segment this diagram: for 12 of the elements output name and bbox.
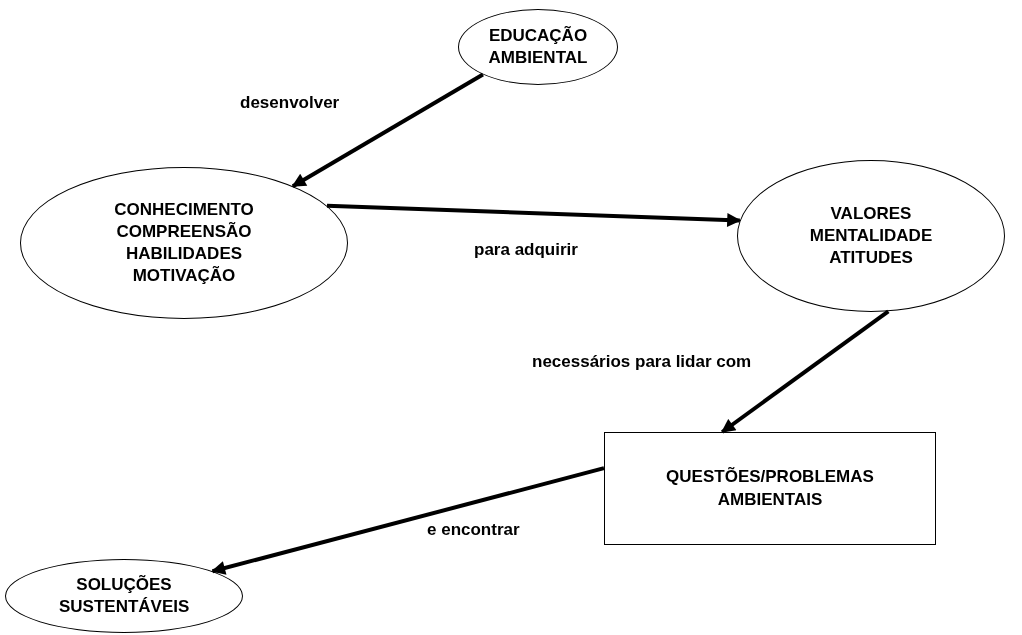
edge-label: para adquirir <box>472 240 580 260</box>
edge-label: necessários para lidar com <box>530 352 754 372</box>
node-label: VALORES MENTALIDADE ATITUDES <box>808 202 934 270</box>
arrow <box>211 466 605 575</box>
arrow <box>326 203 742 228</box>
node-label: EDUCAÇÃO AMBIENTAL <box>487 24 589 69</box>
node-label: QUESTÕES/PROBLEMAS AMBIENTAIS <box>665 466 875 511</box>
process-box <box>604 432 936 545</box>
node-label: CONHECIMENTO COMPREENSÃO HABILIDADES MOTIVAÇÃO <box>113 198 255 288</box>
arrow <box>721 309 890 434</box>
arrow <box>291 72 484 188</box>
node-label: SOLUÇÕES SUSTENTÁVEIS <box>59 573 189 618</box>
